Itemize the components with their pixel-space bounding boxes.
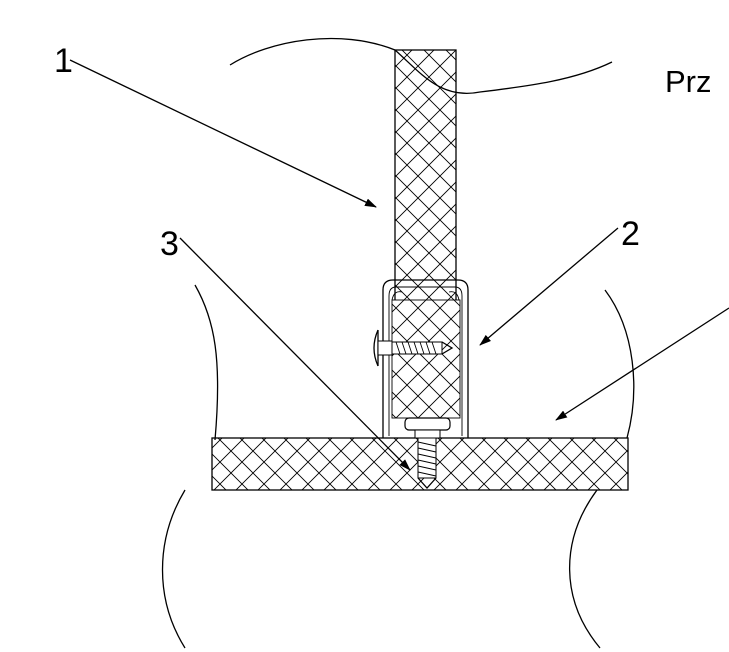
callout-label-1: 1 [54,42,73,80]
leader-line-unlabeled [555,307,729,421]
leader-line-1 [69,59,377,208]
callout-label-2: 2 [621,215,640,253]
u-profile [382,279,469,438]
title-text: Prz [665,64,712,99]
leader-line-3 [179,237,411,471]
leader-line-2 [479,227,619,346]
break-line-left-upper [194,284,219,441]
side-screw [373,329,454,367]
callout-label-3: 3 [160,225,179,263]
break-line-right-upper [604,289,635,439]
break-line-right-lower [568,489,601,649]
break-line-left-lower [161,489,186,649]
bottom-screw [404,417,451,489]
